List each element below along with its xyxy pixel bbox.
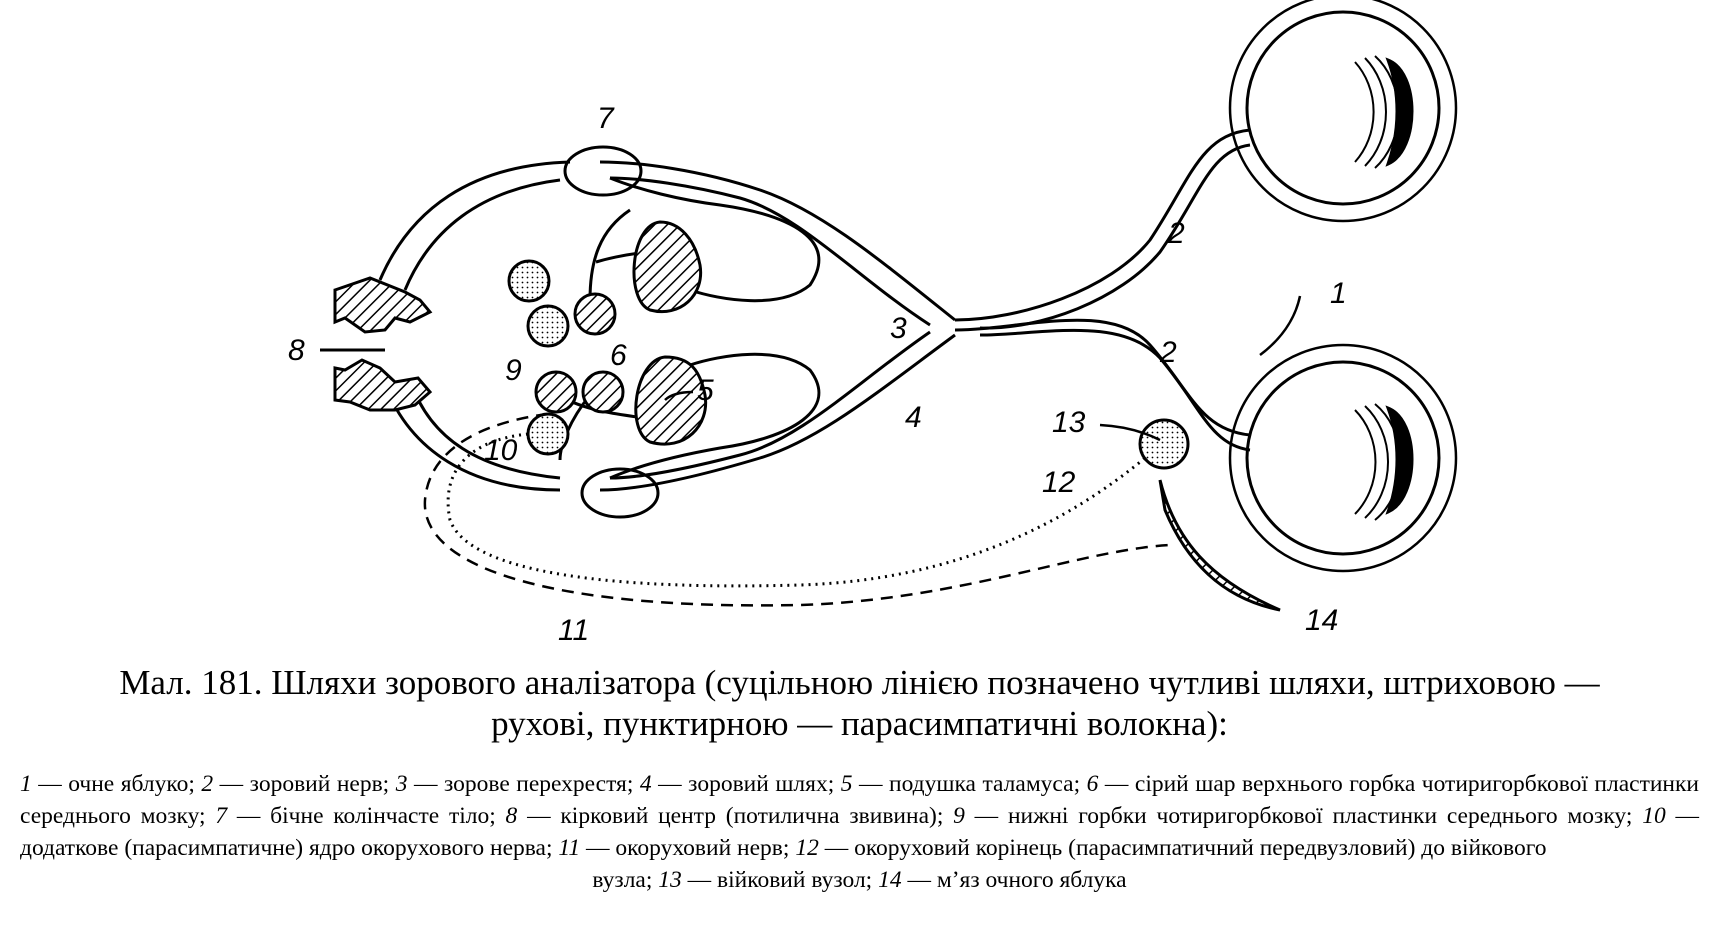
legend-text: — кірковий центр (потилична звивина);	[517, 803, 954, 829]
legend-num: 10	[1642, 803, 1666, 829]
ciliary-ganglion	[1138, 418, 1190, 470]
lateral-geniculate-upper	[563, 145, 643, 197]
optic-nerves	[954, 128, 1251, 452]
legend-text: — зоровий нерв;	[213, 771, 396, 797]
caption-line-2: рухові, пунктирною — парасимпатичні воло…	[491, 704, 1228, 743]
legend-text: — нижні горбки чотиригорбкової пластинки…	[964, 803, 1643, 829]
label-3: 3	[890, 312, 907, 345]
legend-num: 5	[840, 771, 853, 797]
nucleus-upper-dot	[526, 304, 570, 348]
legend-num: 1	[20, 771, 32, 797]
label-14: 14	[1305, 604, 1338, 637]
superior-colliculus-6	[581, 370, 625, 414]
nucleus-upper-left	[507, 259, 551, 303]
label-13: 13	[1052, 406, 1086, 439]
eyeball-upper	[1228, 0, 1458, 223]
nucleus-upper-mid	[573, 292, 617, 336]
legend-num: 7	[215, 803, 228, 829]
cortical-center	[320, 276, 433, 412]
legend-text: — бічне колінчасте тіло;	[227, 803, 506, 829]
legend-pre: вузла;	[592, 867, 659, 893]
legend-num: 8	[505, 803, 518, 829]
eyeball-lower	[1228, 343, 1458, 573]
accessory-nucleus-10	[526, 412, 570, 456]
optic-tracts	[599, 160, 956, 492]
legend-num: 4	[639, 771, 652, 797]
label-1: 1	[1330, 277, 1347, 310]
legend-text: — зорове перехрестя;	[407, 771, 640, 797]
legend-text: — окоруховий корінець (парасимпатичний п…	[818, 835, 1547, 861]
figure-caption: Мал. 181. Шляхи зорового аналізатора (су…	[20, 662, 1699, 744]
legend-text: — подушка таламуса;	[852, 771, 1087, 797]
visual-pathways-diagram: 1 2 2 3 4 5 6 7 8 9 10 11 12 13 14	[288, 0, 1458, 647]
label-2a: 2	[1167, 217, 1185, 250]
leader-lines	[320, 295, 1302, 442]
label-5: 5	[697, 374, 714, 407]
caption-line-1: Мал. 181. Шляхи зорового аналізатора (су…	[119, 663, 1600, 702]
legend-items: 1 — очне яблуко; 2 — зоровий нерв; 3 — з…	[20, 771, 1699, 861]
inferior-colliculus-9	[534, 370, 578, 414]
label-12: 12	[1042, 466, 1076, 499]
legend-tail-line: вузла; 13 — війковий вузол; 14 — м’яз оч…	[20, 864, 1699, 896]
legend-num: 14	[878, 867, 902, 893]
pulvinar-upper	[632, 220, 703, 313]
lateral-geniculate-lower	[580, 467, 660, 519]
legend-text: — сірий шар верхнього горбка чотиригорбк…	[20, 771, 1700, 829]
legend-text: — війковий вузол;	[681, 867, 879, 893]
pulvinar-lower	[634, 355, 708, 446]
legend-num: 11	[558, 835, 581, 861]
legend-num: 12	[795, 835, 819, 861]
label-2b: 2	[1159, 336, 1177, 369]
legend-num: 2	[201, 771, 214, 797]
legend-num: 6	[1086, 771, 1099, 797]
figure-legend: 1 — очне яблуко; 2 — зоровий нерв; 3 — з…	[20, 768, 1699, 896]
legend-text: — зоровий шлях;	[651, 771, 841, 797]
legend-text: — м’яз очного яблука	[901, 867, 1127, 893]
label-6: 6	[610, 339, 627, 372]
oculomotor-nerve	[423, 412, 1171, 607]
label-9: 9	[505, 354, 522, 387]
legend-text: — очне яблуко;	[31, 771, 202, 797]
eye-muscle	[1158, 479, 1281, 612]
label-4: 4	[905, 401, 922, 434]
label-10: 10	[484, 434, 518, 467]
label-11: 11	[558, 614, 589, 647]
label-7: 7	[597, 102, 615, 135]
legend-num: 13	[658, 867, 682, 893]
legend-text: — додаткове (парасимпатичне) ядро окорух…	[20, 803, 1699, 861]
legend-text: — окоруховий нерв;	[580, 835, 796, 861]
parasympathetic-root	[446, 432, 1146, 588]
legend-num: 3	[395, 771, 408, 797]
label-8: 8	[288, 334, 305, 367]
legend-num: 9	[953, 803, 965, 829]
